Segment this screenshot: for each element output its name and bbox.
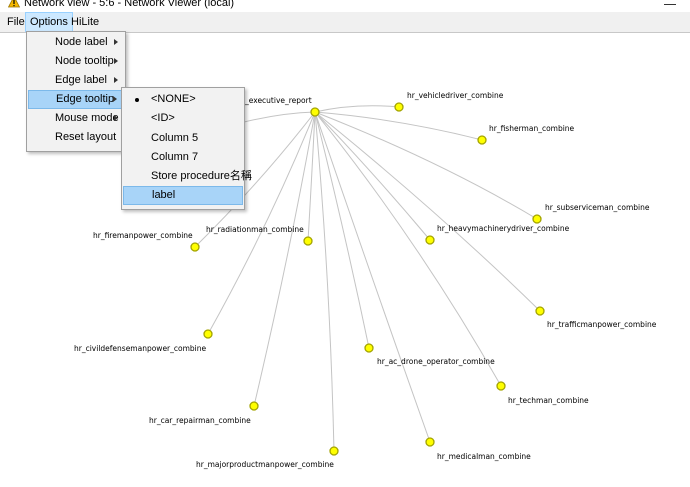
graph-edge[interactable] [307, 111, 316, 242]
graph-edge[interactable] [314, 111, 483, 141]
graph-node[interactable] [496, 381, 506, 391]
menu-item-label: Node tooltip [55, 55, 114, 67]
chevron-right-icon [113, 96, 117, 102]
network-graph[interactable]: hr_vehicledriver_combine hr_fisherman_com… [0, 33, 690, 487]
graph-node[interactable] [303, 236, 313, 246]
node-label: hr_fisherman_combine [489, 124, 575, 133]
warning-triangle-icon [8, 0, 20, 8]
node-label: hr_heavymachinerydriver_combine [437, 224, 570, 233]
menu-item-reset-layout[interactable]: Reset layout [28, 128, 124, 147]
title-bar: Network view - 5:6 - Network Viewer (loc… [0, 0, 690, 12]
node-label: hr_vehicledriver_combine [407, 91, 504, 100]
menu-item-label: Node label [55, 36, 108, 48]
graph-edge[interactable] [207, 111, 316, 335]
node-label: hr_civildefensemanpower_combine [74, 344, 207, 353]
menu-bar: File Options HiLite [0, 12, 690, 32]
submenu-item-none[interactable]: <NONE> [123, 90, 243, 109]
menu-item-label: Mouse mode [55, 112, 119, 124]
menu-item-node-label[interactable]: Node label [28, 33, 124, 52]
chevron-right-icon [114, 39, 118, 45]
menu-item-label: Edge tooltip [56, 93, 115, 105]
chevron-right-icon [114, 58, 118, 64]
menu-item-label: Reset layout [55, 131, 117, 143]
radio-selected-icon [135, 98, 139, 102]
node-label: hr_majorproductmanpower_combine [196, 460, 334, 469]
graph-hub-node[interactable] [310, 107, 320, 117]
graph-edge[interactable] [314, 111, 431, 443]
submenu-item-label: Column 7 [151, 151, 199, 163]
submenu-item-store-procedure[interactable]: Store procedure名稱 [123, 167, 252, 186]
submenu-item-label: label [152, 189, 176, 201]
graph-edge[interactable] [314, 111, 370, 349]
graph-node[interactable] [532, 214, 542, 224]
graph-node[interactable] [425, 235, 435, 245]
node-label: _executive_report [244, 96, 312, 105]
network-canvas[interactable]: hr_vehicledriver_combine hr_fisherman_com… [0, 33, 690, 487]
graph-node[interactable] [425, 437, 435, 447]
graph-node[interactable] [249, 401, 259, 411]
submenu-item-column-7[interactable]: Column 7 [123, 148, 243, 167]
submenu-item-label: Column 5 [151, 132, 199, 144]
graph-node[interactable] [477, 135, 487, 145]
graph-node[interactable] [535, 306, 545, 316]
graph-edge[interactable] [314, 105, 400, 113]
menu-item-mouse-mode[interactable]: Mouse mode [28, 109, 124, 128]
node-label: hr_firemanpower_combine [93, 231, 193, 240]
menu-options[interactable]: Options [25, 12, 73, 32]
node-label: hr_ac_drone_operator_combine [377, 357, 495, 366]
options-menu: Node label Node tooltip Edge label Edge … [26, 31, 126, 152]
submenu-item-id[interactable]: <ID> [123, 109, 243, 128]
menu-item-edge-label[interactable]: Edge label [28, 71, 124, 90]
submenu-item-label[interactable]: label [123, 186, 243, 205]
menu-hilite[interactable]: HiLite [71, 16, 100, 28]
submenu-item-label: Store procedure名稱 [151, 170, 252, 182]
node-label: hr_subserviceman_combine [545, 203, 650, 212]
graph-edge[interactable] [239, 111, 316, 124]
edge-tooltip-submenu: <NONE> <ID> Column 5 Column 7 Store proc… [121, 87, 252, 210]
menu-item-node-tooltip[interactable]: Node tooltip [28, 52, 124, 71]
graph-edge[interactable] [194, 111, 316, 248]
submenu-item-label: <ID> [151, 112, 175, 124]
graph-edge[interactable] [314, 111, 538, 220]
graph-edge[interactable] [314, 111, 335, 452]
graph-node[interactable] [203, 329, 213, 339]
window-title: Network view - 5:6 - Network Viewer (loc… [24, 0, 235, 9]
node-label: hr_car_repairman_combine [149, 416, 251, 425]
menu-bar-divider [0, 32, 690, 33]
submenu-item-column-5[interactable]: Column 5 [123, 129, 243, 148]
node-label: hr_techman_combine [508, 396, 589, 405]
graph-node[interactable] [394, 102, 404, 112]
menu-item-label: Edge label [55, 74, 107, 86]
node-label: hr_trafficmanpower_combine [547, 320, 657, 329]
graph-edge[interactable] [314, 111, 541, 312]
chevron-right-icon [114, 77, 118, 83]
graph-edge[interactable] [253, 111, 316, 407]
menu-file[interactable]: File [7, 16, 25, 28]
chevron-right-icon [114, 115, 118, 121]
menu-item-edge-tooltip[interactable]: Edge tooltip [28, 90, 124, 109]
minimize-button[interactable] [664, 1, 676, 7]
graph-node[interactable] [364, 343, 374, 353]
graph-node[interactable] [190, 242, 200, 252]
graph-edge[interactable] [314, 111, 431, 241]
submenu-item-label: <NONE> [151, 93, 196, 105]
graph-edge[interactable] [314, 111, 502, 387]
graph-node[interactable] [329, 446, 339, 456]
node-label: hr_radiationman_combine [206, 225, 304, 234]
node-label: hr_medicalman_combine [437, 452, 531, 461]
